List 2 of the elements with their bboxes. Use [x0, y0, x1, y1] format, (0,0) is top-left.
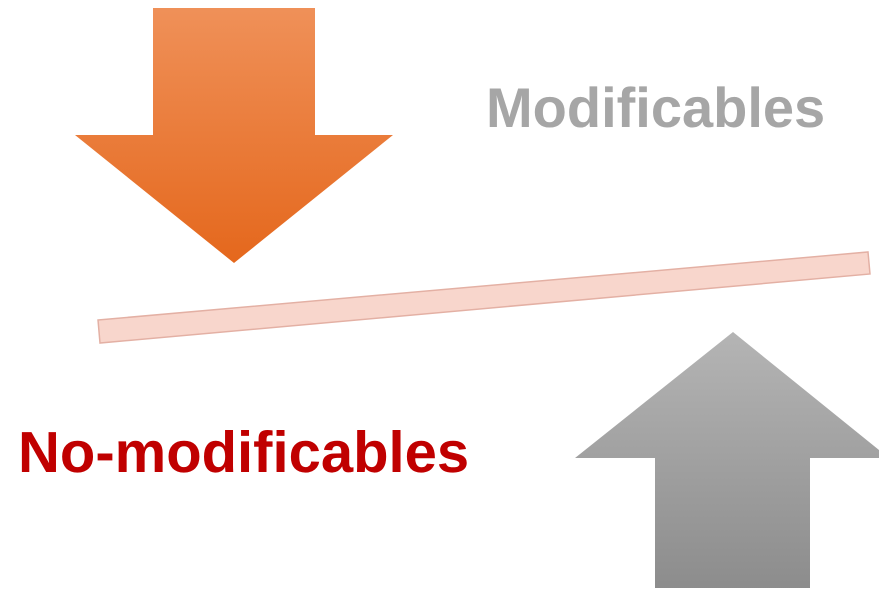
heading-text: Modificables — [486, 80, 826, 136]
heading-text: No-modificables — [18, 424, 470, 482]
